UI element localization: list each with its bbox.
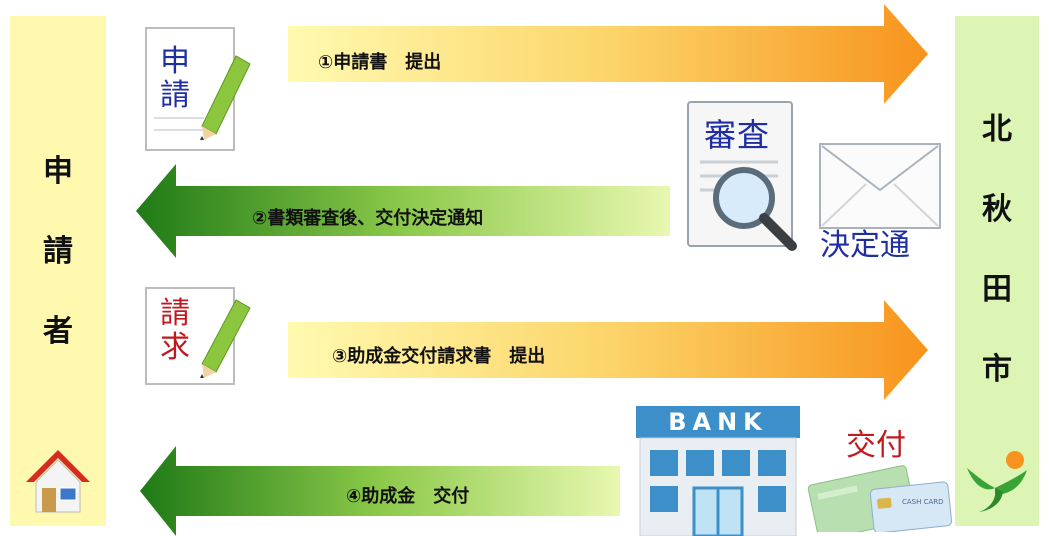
bank-sign-text: BANK — [668, 408, 768, 436]
decision-letter-icon: 決定通 — [806, 136, 952, 263]
review-doc-text: 審査 — [704, 116, 771, 154]
bank-icon: BANK — [636, 406, 800, 536]
cash-card-text: CASH CARD — [902, 498, 944, 506]
step4-label: ④助成金 交付 — [346, 486, 470, 507]
city-char-1: 北 — [982, 112, 1012, 147]
applicant-panel: 申 請 者 — [10, 16, 106, 526]
applicant-char-1: 申 — [43, 154, 73, 189]
applicant-char-2: 請 — [43, 234, 73, 269]
city-panel: 北 秋 田 市 — [955, 16, 1039, 526]
decision-letter-text: 決定通 — [820, 228, 910, 263]
step1-arrow — [288, 4, 928, 104]
applicant-char-3: 者 — [43, 314, 73, 349]
delivery-label: 交付 — [846, 428, 906, 463]
step3-label: ③助成金交付請求書 提出 — [332, 346, 546, 367]
step2-label: ②書類審査後、交付決定通知 — [252, 208, 484, 229]
step1-label: ①申請書 提出 — [318, 52, 442, 73]
claim-doc-text-1: 請 — [160, 296, 190, 331]
step2-arrow — [136, 164, 670, 258]
step3-arrow — [288, 300, 928, 400]
city-logo-icon — [967, 451, 1027, 512]
city-char-3: 田 — [982, 272, 1012, 307]
step4-arrow — [140, 446, 620, 536]
city-char-2: 秋 — [982, 192, 1012, 227]
cash-card-icon: CASH CARD — [806, 462, 952, 532]
city-char-4: 市 — [982, 352, 1012, 387]
claim-document-icon: 請 求 — [144, 286, 254, 386]
review-document-icon: 審査 — [686, 100, 802, 256]
claim-doc-text-2: 求 — [160, 330, 190, 365]
application-document-icon: 申 請 — [144, 26, 254, 156]
application-doc-text-1: 申 — [160, 44, 190, 79]
house-icon — [26, 450, 90, 513]
application-doc-text-2: 請 — [160, 78, 190, 113]
